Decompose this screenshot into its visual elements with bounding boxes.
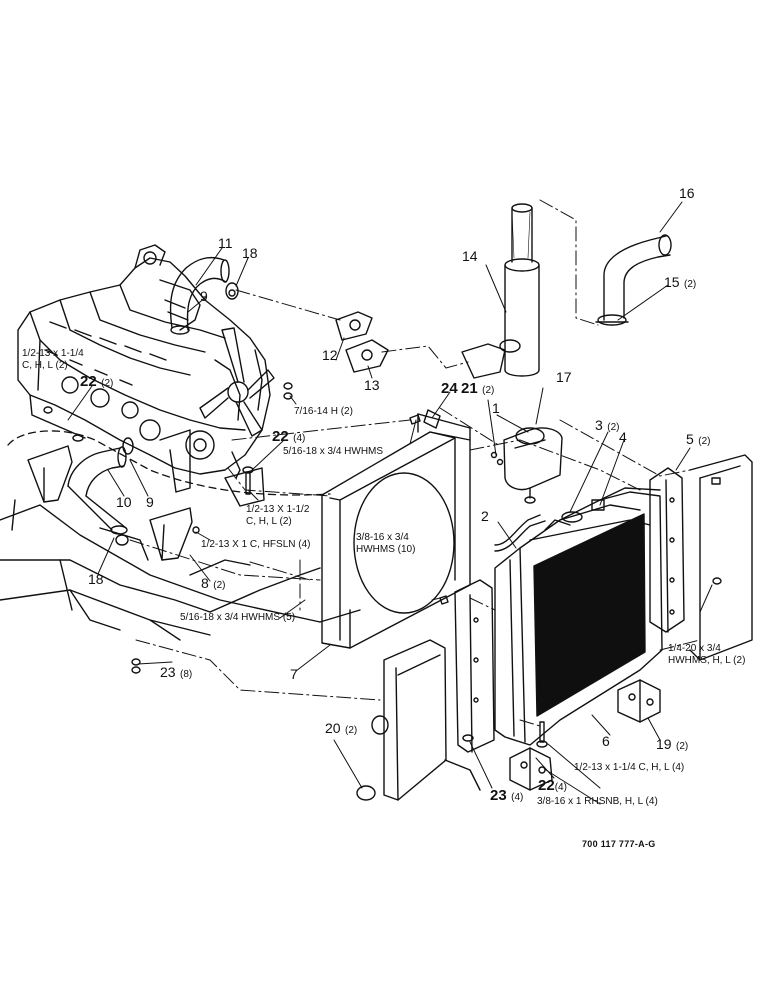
note-bolt-516-5: 5/16-18 x 3/4 HWHMS (5) xyxy=(180,612,296,623)
callout-13: 13 xyxy=(364,377,380,393)
muffler-clamp xyxy=(461,339,521,379)
callout-3: 3 (2) xyxy=(595,417,620,433)
callout-9-upper: 9 xyxy=(200,288,208,304)
callout-23-left: 23 (8) xyxy=(160,664,193,680)
callout-22-lower: 22(4) xyxy=(538,777,567,794)
leader-lines xyxy=(67,201,713,805)
callout-2: 2 xyxy=(481,508,489,524)
hose-clamps xyxy=(115,282,239,546)
exhaust-gaskets-12-13 xyxy=(335,311,389,373)
radiator-fin-core xyxy=(533,513,646,717)
callout-15: 15 (2) xyxy=(664,274,697,290)
callout-24: 24 xyxy=(441,380,458,397)
callout-22-upper-left: 22 (2) xyxy=(80,373,114,390)
callout-5: 5 (2) xyxy=(686,431,711,447)
callout-4: 4 xyxy=(619,429,627,445)
exhaust-pipe-14 xyxy=(504,203,540,377)
callout-9-lower: 9 xyxy=(146,494,154,510)
callout-21: 21 (2) xyxy=(461,380,495,397)
engine-fan xyxy=(199,327,275,437)
callout-23-lower: 23 (4) xyxy=(490,787,524,804)
radiator-hose-2-outline xyxy=(494,520,546,552)
note-bolt-half-1c: 1/2-13 X 1 C, HFSLN (4) xyxy=(201,539,311,550)
callout-20: 20 (2) xyxy=(325,720,358,736)
callout-22-middle: 22 (4) xyxy=(272,428,306,445)
chassis-frame-rails xyxy=(0,499,361,641)
callout-12: 12 xyxy=(322,347,338,363)
callout-16: 16 xyxy=(679,185,695,201)
callout-19: 19 (2) xyxy=(656,736,689,752)
note-bolt-38-rhsnb: 3/8-16 x 1 RHSNB, H, L (4) xyxy=(537,796,658,807)
phantom-center-lines xyxy=(129,199,701,727)
callout-18-lower: 18 xyxy=(88,571,104,587)
bracket-19 xyxy=(617,679,661,723)
radiator-cap xyxy=(561,511,583,523)
exhaust-elbow-16 xyxy=(595,234,672,326)
fastener-hardware xyxy=(43,289,722,801)
callout-7: 7 xyxy=(290,666,298,682)
note-bolt-half-114-right: 1/2-13 x 1-1/4 C, H, L (4) xyxy=(574,762,685,773)
callout-11: 11 xyxy=(218,235,233,251)
left-frame-panel xyxy=(383,639,481,801)
note-nut-716: 7/16-14 H (2) xyxy=(294,406,353,417)
right-frame-panel xyxy=(689,454,753,661)
callout-17: 17 xyxy=(556,369,572,385)
lower-hose-10 xyxy=(67,446,128,535)
radiator-hose-2 xyxy=(494,514,541,546)
callout-14: 14 xyxy=(462,248,478,264)
bracket-lower xyxy=(509,747,553,791)
upper-hose-11 xyxy=(169,256,230,335)
overflow-bottle-17 xyxy=(503,427,563,504)
note-bolt-516-hwhms: 5/16-18 x 3/4 HWHMS xyxy=(283,446,384,457)
radiator-side-bracket-left xyxy=(454,579,495,753)
overflow-tube-dashed xyxy=(7,430,331,496)
callout-6: 6 xyxy=(602,733,610,749)
callout-1: 1 xyxy=(492,400,500,416)
callout-8: 8 (2) xyxy=(201,575,226,591)
drawing-reference-number: 700 117 777-A-G xyxy=(582,839,656,849)
callout-18-upper: 18 xyxy=(242,245,258,261)
callout-10: 10 xyxy=(116,494,132,510)
radiator-side-bracket-5 xyxy=(649,467,685,633)
